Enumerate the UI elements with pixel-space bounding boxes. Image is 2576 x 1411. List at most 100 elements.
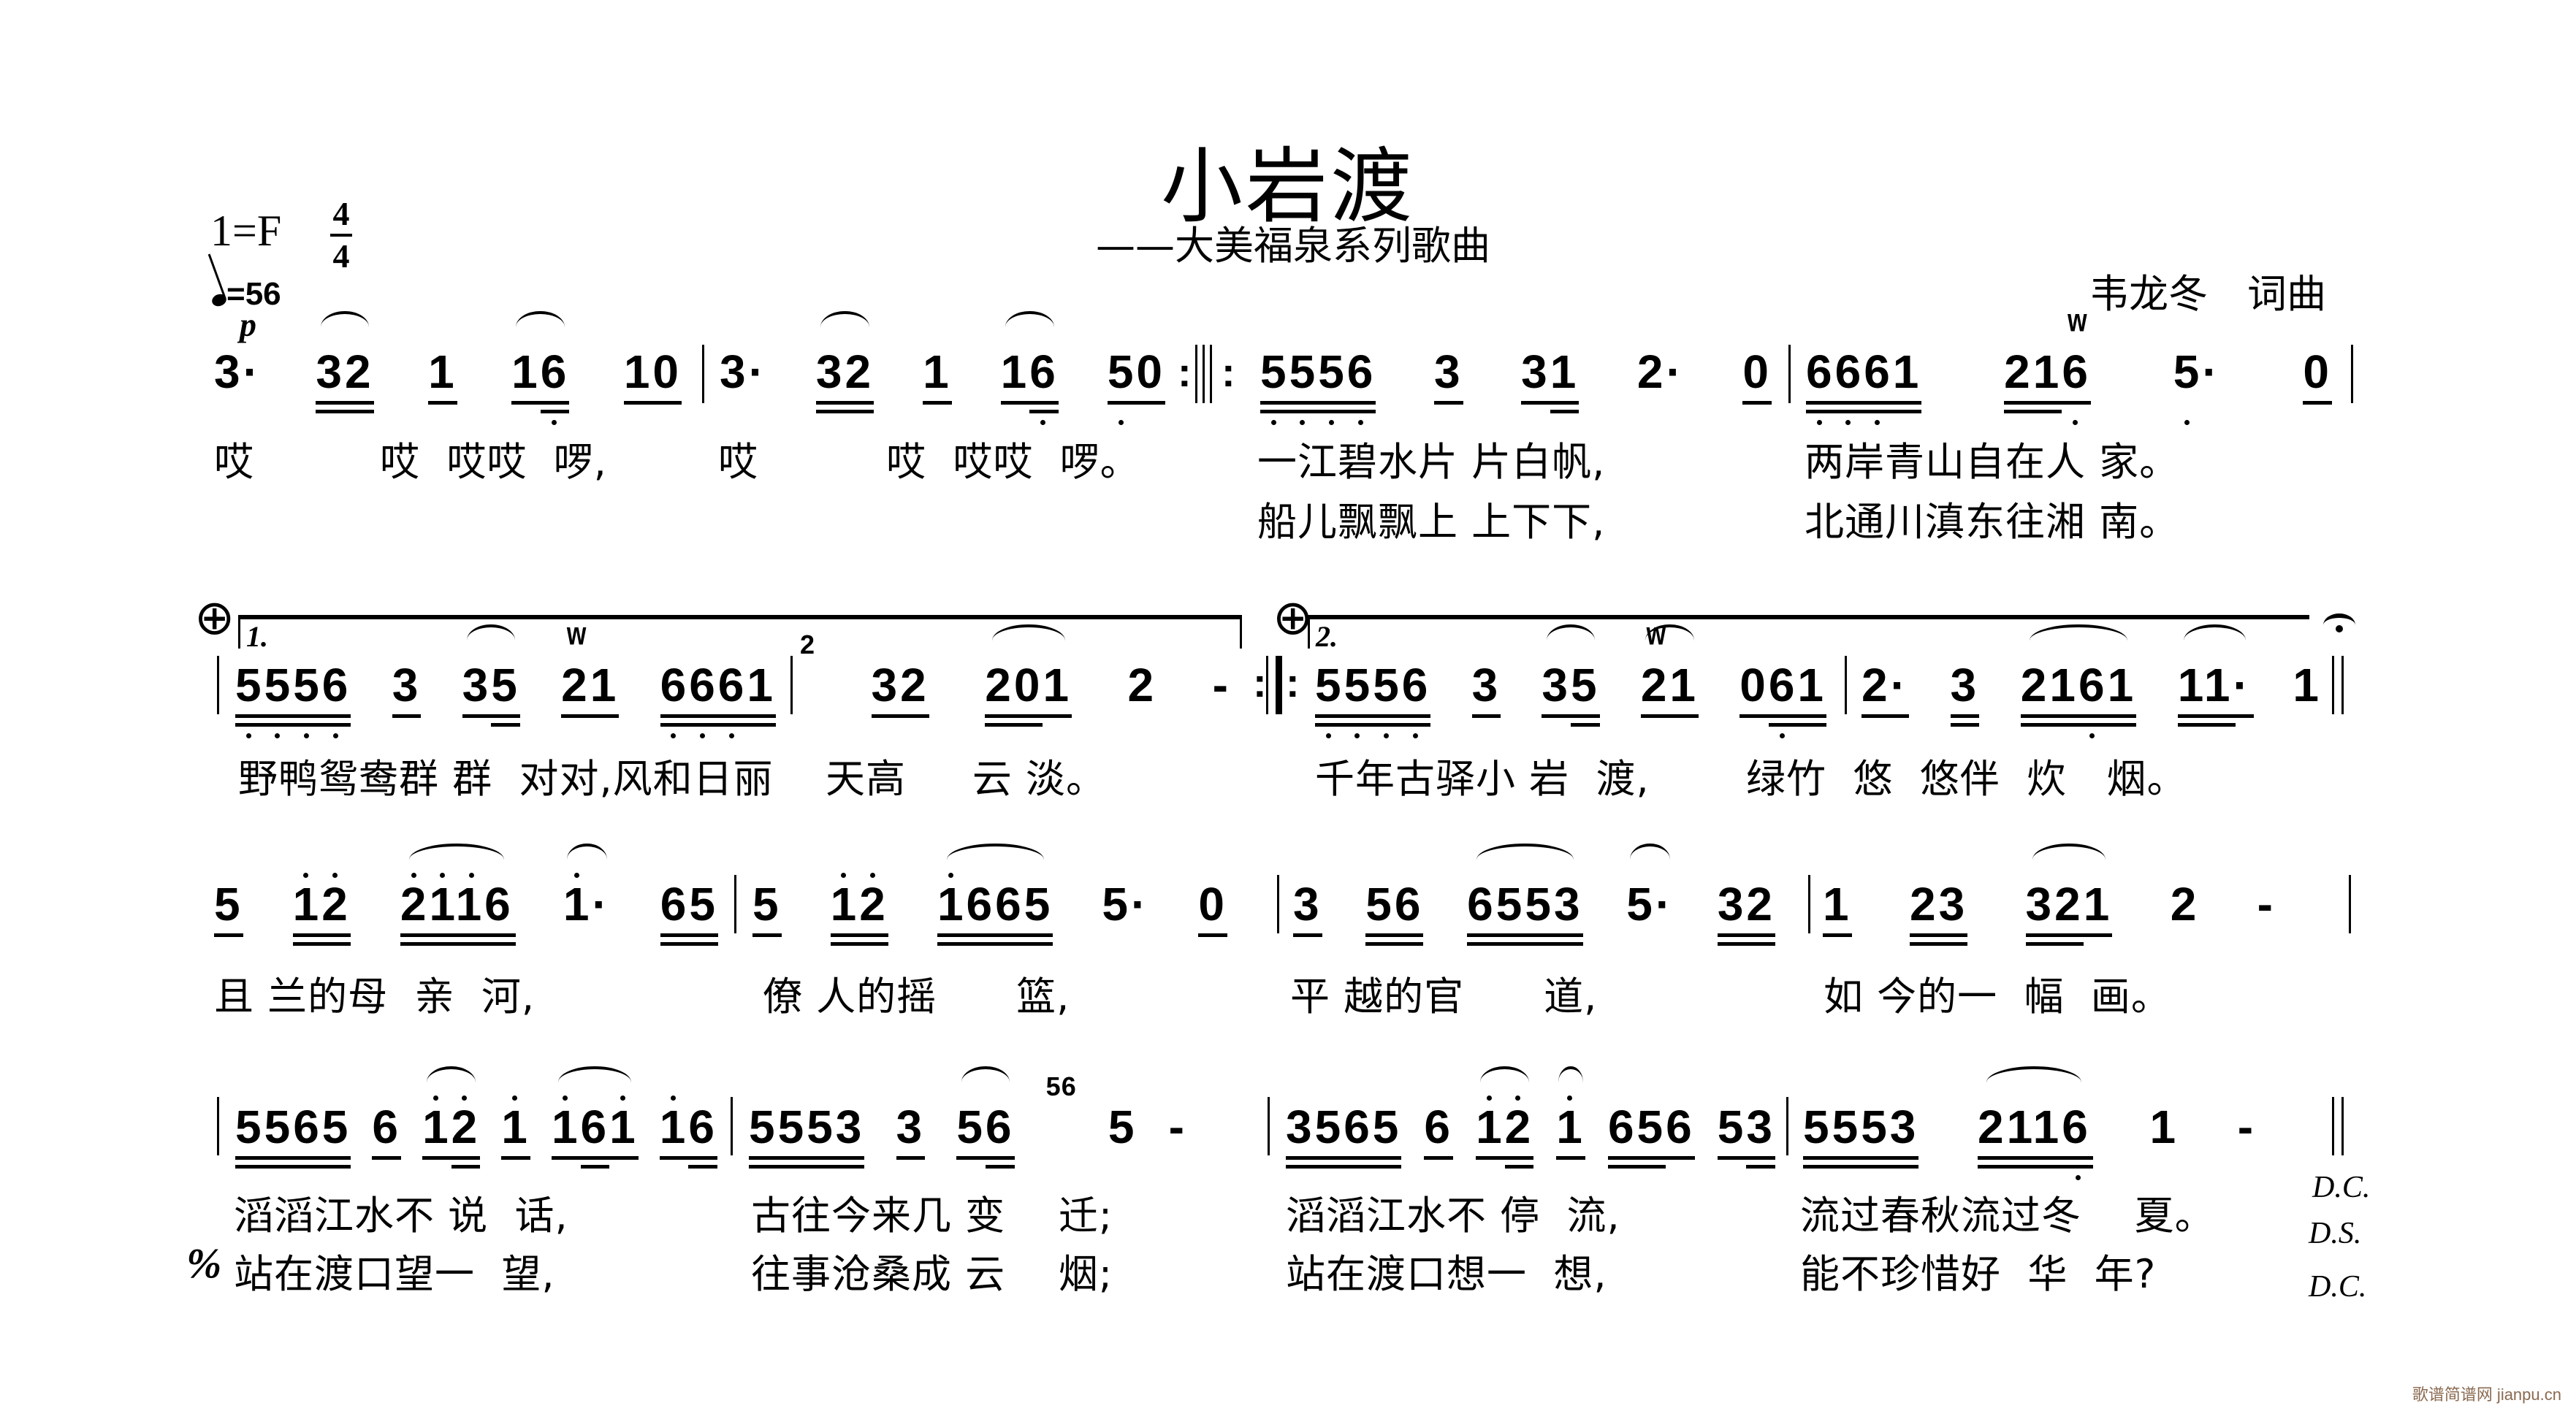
barline <box>1210 345 1212 403</box>
note-group: 1 <box>1823 880 1852 947</box>
notes: 1 <box>2149 1101 2179 1153</box>
note-group: 3 <box>1950 661 1980 728</box>
note-group: 5553 <box>1803 1103 1919 1170</box>
beam-line <box>937 942 967 946</box>
trill-icon: w <box>566 616 587 652</box>
beam-line <box>462 714 492 718</box>
low-octave-dot <box>1270 420 1276 425</box>
fermata-icon <box>2323 613 2355 637</box>
beam-line <box>749 1165 778 1169</box>
beam-line <box>487 933 517 937</box>
barline <box>702 345 704 403</box>
beam-line <box>1636 1156 1666 1160</box>
beam-line <box>966 933 996 937</box>
beam-line <box>995 942 1024 946</box>
note-group: 6 <box>1424 1103 1454 1170</box>
lyric-verse-2: 站在渡口想一 想, <box>1286 1251 1607 1297</box>
note-group: 11· <box>2177 624 2255 728</box>
low-octave-dot <box>1779 733 1785 738</box>
high-octave-dot <box>948 873 953 878</box>
beam-line <box>985 1156 1015 1160</box>
beam-line <box>1346 410 1376 413</box>
beam-line <box>1504 1156 1534 1160</box>
beam-line <box>1864 401 1893 405</box>
beam-line <box>985 714 1014 718</box>
beam-line <box>859 933 888 937</box>
beam-line <box>1571 723 1600 727</box>
barline <box>1788 345 1791 403</box>
beam-line <box>1525 942 1554 946</box>
beam-line <box>1640 714 1670 718</box>
beam-line <box>689 942 718 946</box>
note-group: 21 w <box>561 616 620 728</box>
beam-line <box>1717 1156 1747 1160</box>
lyric: 野鸭鸳鸯群 群 对对,风和日丽 <box>238 756 774 802</box>
note-group: 0 <box>1742 348 1772 415</box>
beam-line <box>1556 1156 1585 1160</box>
note-group: 1665 <box>937 844 1053 947</box>
beam-line <box>344 401 374 405</box>
notes: 3565 <box>1286 1101 1402 1153</box>
notes: 12 <box>1476 1101 1534 1153</box>
lyric: 滔滔江水不 停 流, <box>1286 1193 1620 1239</box>
barline <box>217 656 219 714</box>
notes: 3 <box>1471 659 1501 711</box>
repeat-start-dots: : <box>1286 659 1300 706</box>
notes: 5556 <box>1260 345 1376 398</box>
note-group: 5 <box>214 880 243 947</box>
beam-line <box>1571 714 1600 718</box>
beam-line <box>511 401 541 405</box>
beam-line <box>688 1165 717 1169</box>
beam-line <box>1938 942 1968 946</box>
notes: 2161 <box>2020 659 2137 711</box>
notes: 6 <box>372 1101 402 1153</box>
notes: 32 <box>815 345 874 398</box>
beam-line <box>235 723 264 727</box>
barline <box>734 875 736 933</box>
barline <box>1195 345 1197 403</box>
tempo-value: =56 <box>226 276 281 312</box>
beam-line <box>1495 933 1525 937</box>
beam-line <box>2206 723 2236 727</box>
time-signature: 4 4 <box>330 196 352 275</box>
beam-line <box>293 714 322 718</box>
note-group: 16 <box>659 1095 717 1170</box>
beam-line <box>2177 714 2207 718</box>
beam-line <box>1806 410 1835 413</box>
barline <box>790 656 793 714</box>
low-octave-dot <box>1118 420 1124 425</box>
final-double-barline <box>2332 1097 2344 1155</box>
note-group: 10 <box>623 348 682 415</box>
lyric: 古往今来几 变 迁; <box>751 1193 1113 1239</box>
high-octave-dot <box>1486 1095 1492 1101</box>
beam-line <box>1717 942 1747 946</box>
repeat-barline <box>1266 656 1282 714</box>
note-group: 0 <box>1198 880 1227 947</box>
beam-line <box>372 1156 402 1160</box>
notes: 1 <box>923 345 952 398</box>
note-group: 061 <box>1739 661 1826 738</box>
beam-line <box>609 1156 639 1160</box>
trill-icon: w <box>1646 616 1666 652</box>
beam-line <box>1832 1156 1861 1160</box>
beam-line <box>1344 1156 1373 1160</box>
notes: 53 <box>1717 1101 1775 1153</box>
beam-line <box>1746 1165 1775 1169</box>
beam-line <box>1834 410 1864 413</box>
beam-line <box>747 714 776 718</box>
notes: 21 <box>561 659 620 711</box>
beam-line <box>1861 1165 1890 1169</box>
lyric: 哎 哎哎 啰。 <box>886 439 1140 485</box>
beam-line <box>717 714 747 718</box>
beam-line <box>1424 1156 1454 1160</box>
beam-line <box>264 1156 294 1160</box>
note-group: 16 <box>511 311 570 425</box>
note-group: 32 <box>1717 880 1775 947</box>
beam-line <box>491 723 520 727</box>
notes: 16 <box>511 345 570 398</box>
lyric: 绿竹 悠 悠伴 炊 烟。 <box>1746 756 2187 802</box>
beam-line <box>2083 933 2113 937</box>
note-group: 656 <box>1607 1103 1695 1170</box>
